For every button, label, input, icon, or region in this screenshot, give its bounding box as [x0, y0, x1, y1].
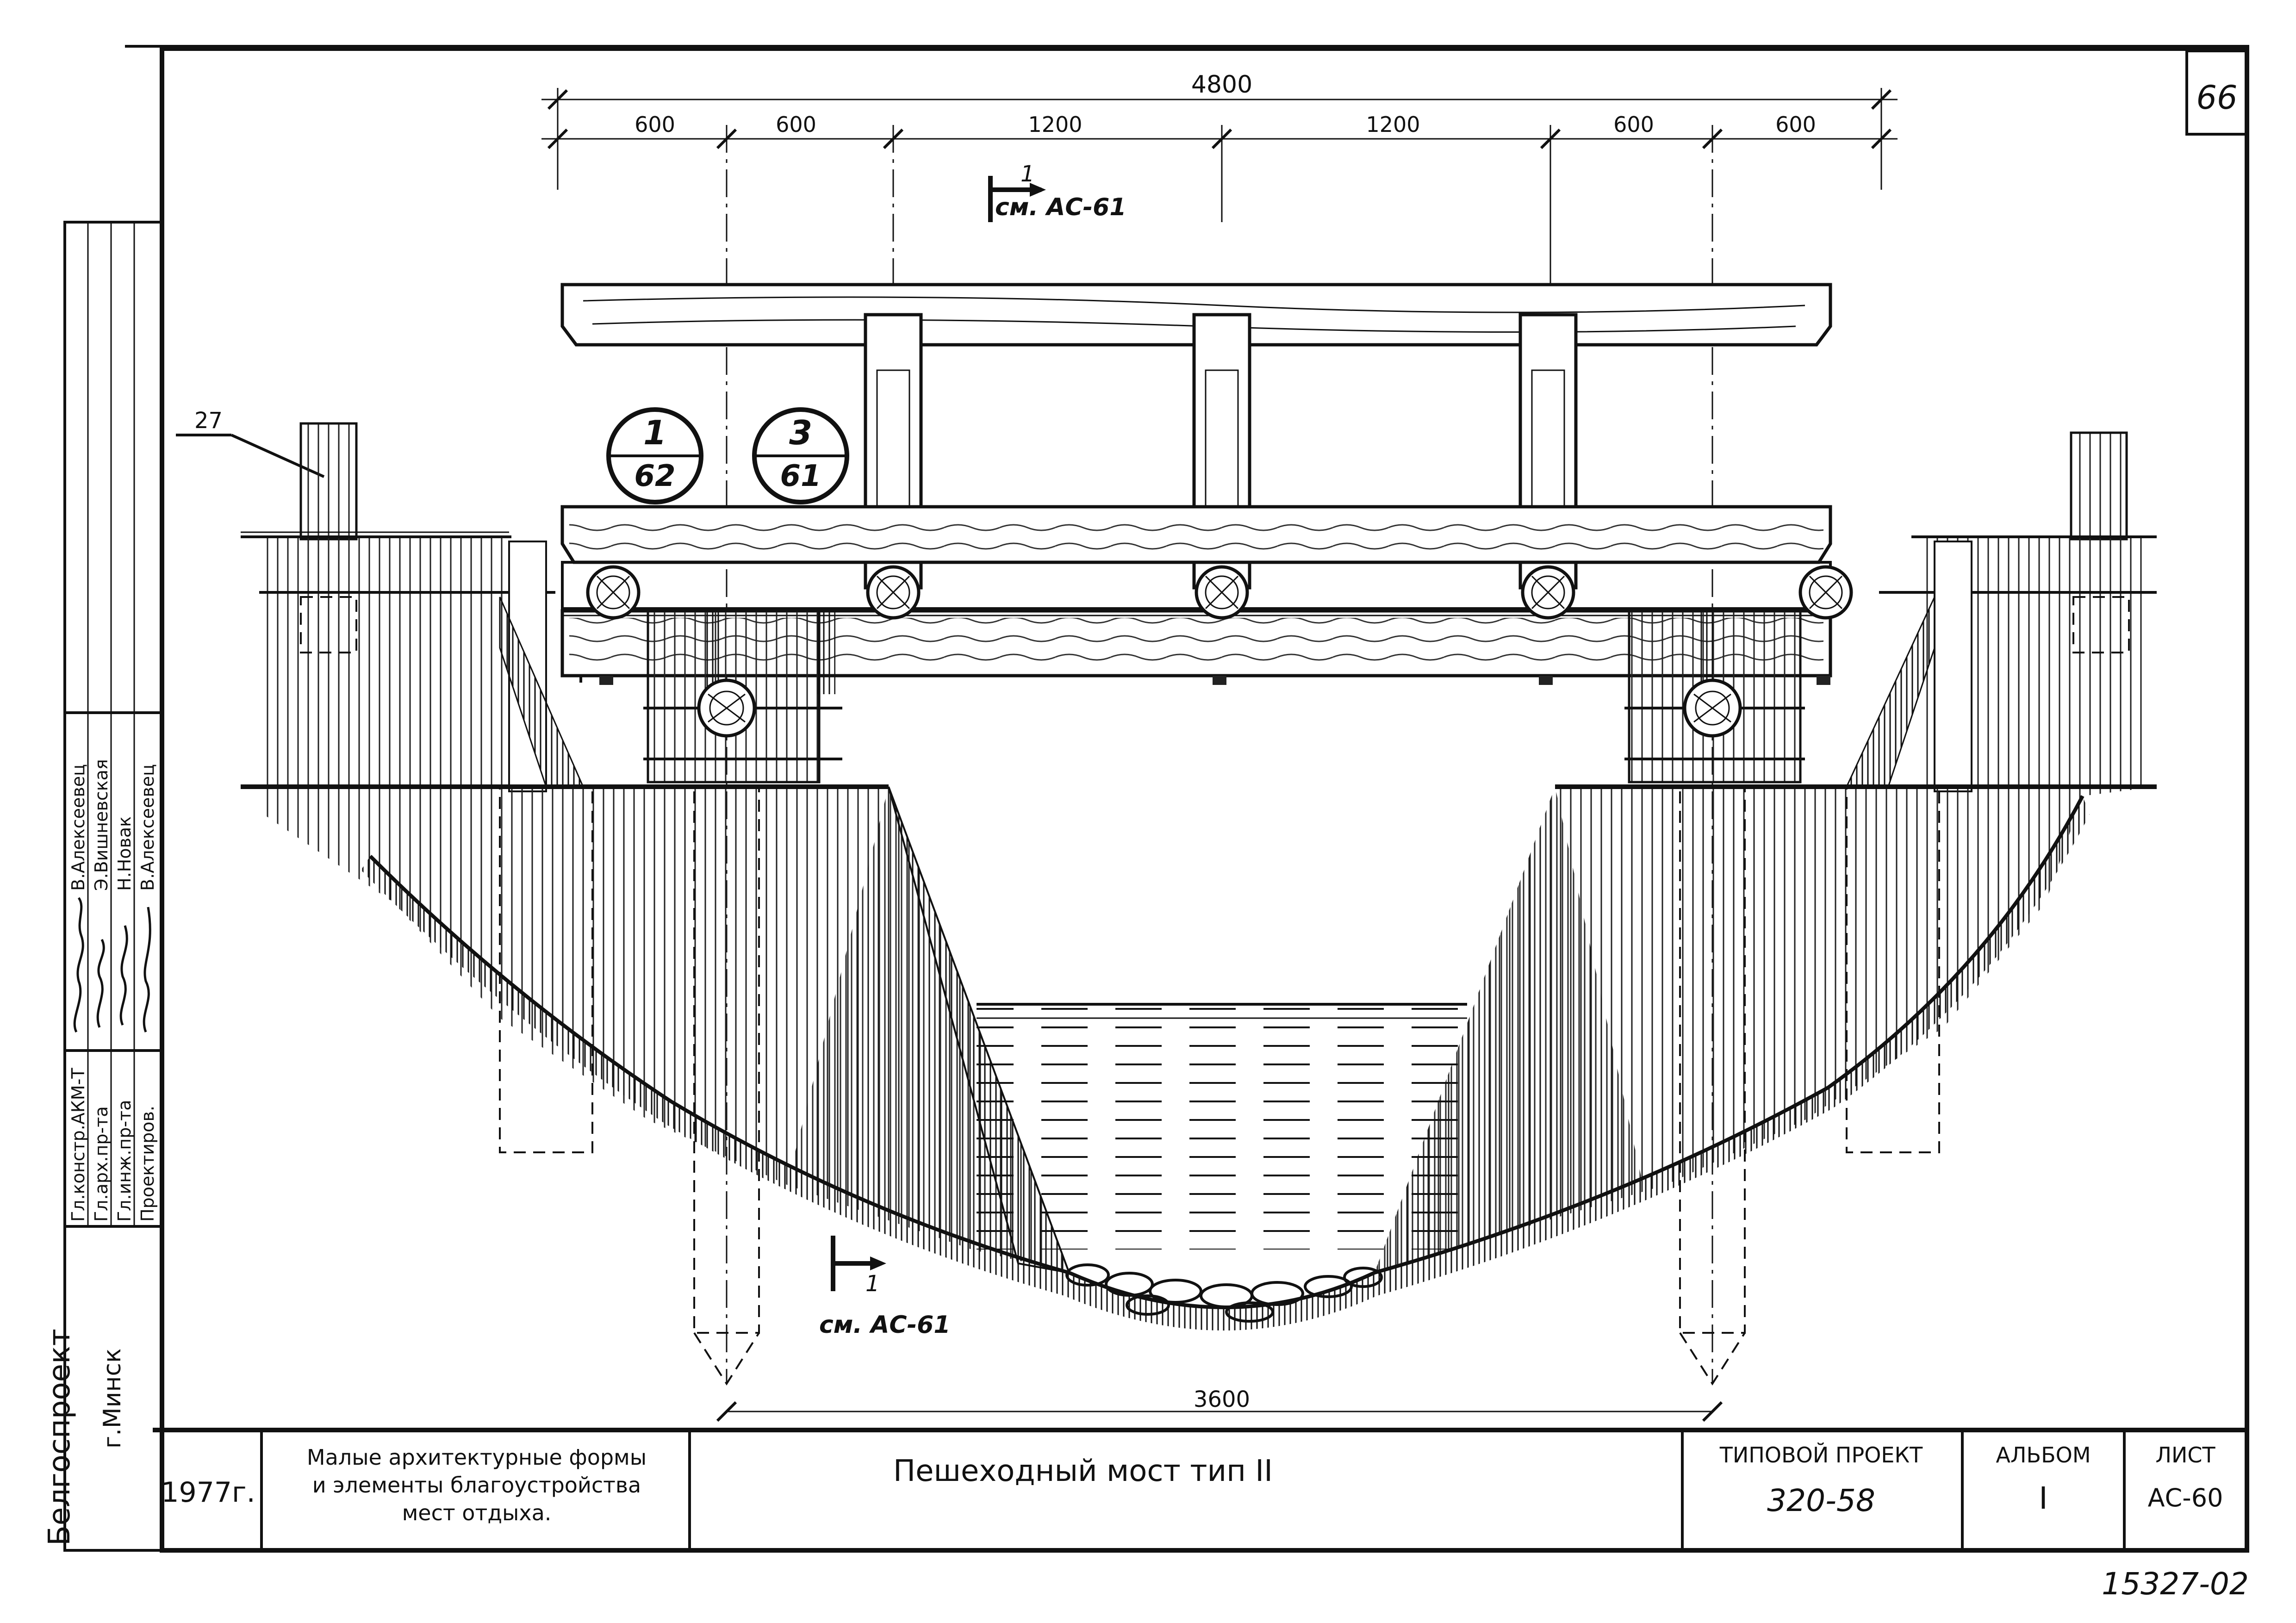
callout-1-bottom: 62 [634, 459, 675, 493]
callout-1 [606, 407, 703, 504]
sig-role-2: Гл.арх.пр-та [91, 1106, 112, 1222]
log-end-2 [866, 565, 921, 620]
dimension-segment-3: 1200 [1028, 112, 1082, 137]
project-label: ТИПОВОЙ ПРОЕКТ [1719, 1443, 1923, 1468]
dimension-segment-6: 600 [1775, 112, 1816, 137]
title-block-frame [153, 1428, 2247, 1550]
dimension-segment-4: 1200 [1366, 112, 1420, 137]
right-bank [1375, 431, 2157, 1273]
section-mark-bottom-ref: см. АС-61 [819, 1311, 951, 1339]
sheet-number-box [2185, 50, 2248, 136]
title-year: 1977г. [161, 1476, 255, 1509]
drawing-title: Пешеходный мост тип II [893, 1454, 1273, 1488]
description-line-3: мест отдыха. [402, 1500, 552, 1525]
right-pile-cluster [1624, 609, 1805, 784]
dimension-overall-label: 4800 [1191, 71, 1252, 99]
position-label: 27 [194, 408, 223, 434]
log-end-3 [1195, 565, 1249, 620]
album-value: I [2039, 1480, 2047, 1516]
organization: Белгоспроект [43, 1329, 77, 1546]
sheet-label: ЛИСТ [2155, 1443, 2215, 1468]
log-end-1 [586, 565, 641, 620]
section-mark-bottom [831, 1236, 886, 1291]
sig-name-4: В.Алексеевец [137, 764, 158, 891]
beam-bolts [599, 676, 1830, 685]
water [977, 1000, 1467, 1250]
dimension-bottom-label: 3600 [1194, 1387, 1250, 1412]
pile-right [1679, 786, 1746, 1386]
section-mark-top-number: 1 [1020, 161, 1035, 187]
log-end-5 [1798, 565, 1853, 620]
sheet-value: АС-60 [2148, 1483, 2223, 1512]
description-line-2: и элементы благоустройства [312, 1473, 641, 1498]
callout-1-top: 1 [643, 413, 666, 452]
sig-role-3: Гл.инж.пр-та [114, 1100, 135, 1222]
inventory-number: 15327-02 [2102, 1566, 2249, 1602]
sig-name-2: Э.Вишневская [91, 759, 112, 891]
left-pile-cluster [643, 609, 842, 784]
sig-name-1: В.Алексеевец [68, 764, 88, 891]
dimension-segment-1: 600 [635, 112, 675, 137]
signature-block-frame [63, 221, 163, 1552]
log-end-4 [1521, 565, 1575, 620]
dimension-segment-2: 600 [776, 112, 816, 137]
section-mark-top [988, 176, 1046, 222]
sig-role-4: Проектиров. [137, 1106, 158, 1222]
callout-2 [752, 407, 849, 504]
dimension-segment-5: 600 [1613, 112, 1654, 137]
sig-role-1: Гл.констр.АКМ-Т [68, 1068, 88, 1222]
riverbed-stones [1065, 1263, 1383, 1323]
city: г.Минск [99, 1348, 126, 1449]
sheet-number: 66 [2196, 79, 2237, 117]
section-mark-bottom-number: 1 [865, 1271, 880, 1297]
pile-left [693, 786, 760, 1386]
project-number: 320-58 [1767, 1483, 1875, 1518]
album-label: АЛЬБОМ [1996, 1443, 2091, 1468]
dimension-bottom [716, 1401, 1723, 1422]
handwritten-signatures [73, 897, 151, 1033]
section-mark-top-ref: см. АС-61 [995, 193, 1126, 221]
sig-name-3: Н.Новак [114, 816, 135, 891]
description-line-1: Малые архитектурные формы [307, 1445, 647, 1470]
callout-2-top: 3 [789, 413, 812, 452]
callout-2-bottom: 61 [780, 459, 821, 493]
